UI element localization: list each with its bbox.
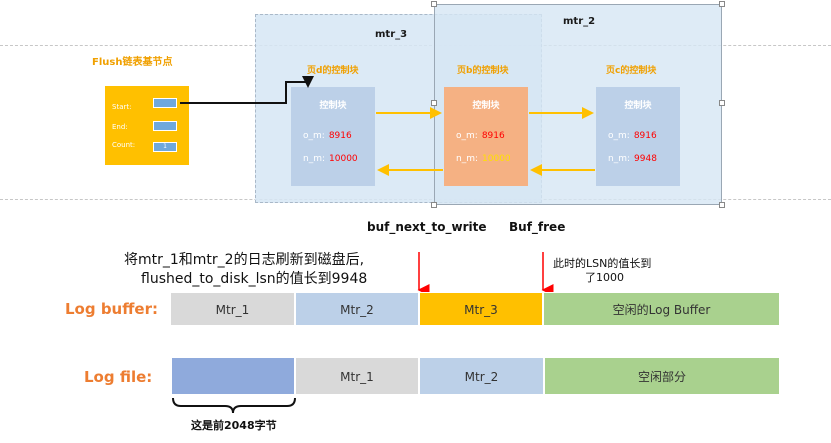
flush-start-box xyxy=(153,98,177,108)
log-buffer-label: Log buffer: xyxy=(65,300,158,318)
control-block-title: 控制块 xyxy=(319,101,347,111)
flush-end-label: End: xyxy=(112,123,128,131)
flush-start-label: Start: xyxy=(112,103,132,111)
log-buffer-free: 空闲的Log Buffer xyxy=(543,292,780,326)
mtr2-label: mtr_2 xyxy=(563,16,596,27)
flush-count-box: 1 xyxy=(153,142,177,152)
control-block-d: 控制块 o_m:8916 n_m:10000 xyxy=(291,87,375,186)
log-file-label: Log file: xyxy=(84,368,153,386)
lsn-note-line2: 了1000 xyxy=(585,271,624,284)
mtr3-label: mtr_3 xyxy=(375,29,408,40)
buf-free-label: Buf_free xyxy=(509,220,566,234)
brace xyxy=(172,397,296,414)
log-buffer-mtr3: Mtr_3 xyxy=(419,292,543,326)
page-c-header: 页c的控制块 xyxy=(606,66,657,76)
control-block-title: 控制块 xyxy=(472,101,500,111)
control-block-c: 控制块 o_m:8916 n_m:9948 xyxy=(596,87,680,186)
control-block-title: 控制块 xyxy=(624,101,652,111)
page-d-header: 页d的控制块 xyxy=(307,66,359,76)
log-file-mtr2: Mtr_2 xyxy=(419,357,544,395)
log-buffer-mtr2: Mtr_2 xyxy=(295,292,419,326)
o-m-row: o_m:8916 xyxy=(303,131,352,141)
flush-title: Flush链表基节点 xyxy=(92,57,173,68)
o-m-row: o_m:8916 xyxy=(608,131,657,141)
log-file-header-block xyxy=(171,357,295,395)
resize-handle[interactable] xyxy=(719,100,725,106)
flush-caption-line2: flushed_to_disk_lsn的值长到9948 xyxy=(141,271,368,287)
flush-count-label: Count: xyxy=(112,141,136,149)
o-m-row: o_m:8916 xyxy=(456,131,505,141)
resize-handle[interactable] xyxy=(431,202,437,208)
page-b-header: 页b的控制块 xyxy=(457,66,509,76)
brace-caption: 这是前2048字节 xyxy=(191,419,277,432)
n-m-row: n_m:10000 xyxy=(303,154,358,164)
log-file-mtr1: Mtr_1 xyxy=(295,357,419,395)
lsn-note-line1: 此时的LSN的值长到 xyxy=(553,257,652,270)
flush-caption-line1: 将mtr_1和mtr_2的日志刷新到磁盘后, xyxy=(124,252,365,268)
start-pointer-arrow xyxy=(180,76,314,104)
resize-handle[interactable] xyxy=(431,1,437,7)
resize-handle[interactable] xyxy=(719,202,725,208)
n-m-row: n_m:10000 xyxy=(456,154,511,164)
flush-end-box xyxy=(153,121,177,131)
control-block-b: 控制块 o_m:8916 n_m:10000 xyxy=(444,87,528,186)
flush-base-node: Start: End: Count: 1 xyxy=(105,86,189,165)
log-buffer-mtr1: Mtr_1 xyxy=(170,292,295,326)
resize-handle[interactable] xyxy=(719,1,725,7)
resize-handle[interactable] xyxy=(431,100,437,106)
n-m-row: n_m:9948 xyxy=(608,154,657,164)
log-file-free: 空闲部分 xyxy=(544,357,780,395)
buf-next-to-write-label: buf_next_to_write xyxy=(367,220,487,234)
